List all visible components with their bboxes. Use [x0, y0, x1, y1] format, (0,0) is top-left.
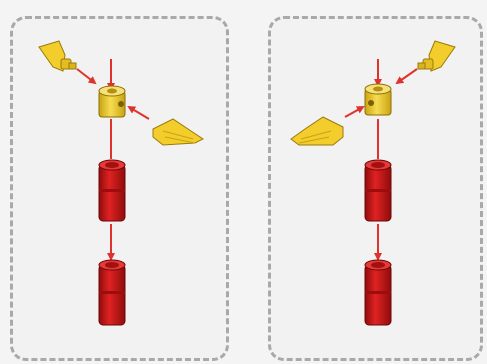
yellow-wing-brick: [153, 119, 203, 145]
arrow-wing-brick: [345, 107, 363, 117]
red-round-brick: [365, 260, 391, 325]
red-round-brick: [99, 260, 125, 325]
yellow-connector: [365, 84, 391, 115]
arrow-angle-brick: [397, 69, 417, 83]
yellow-angle-brick: [39, 41, 76, 71]
assembly-step-panel-right: [268, 16, 483, 361]
assembly-illustration-right: [271, 19, 486, 364]
assembly-illustration-left: [13, 19, 232, 364]
red-round-brick: [365, 160, 391, 221]
assembly-step-panel-left: [10, 16, 229, 361]
red-round-brick: [99, 160, 125, 221]
arrow-wing-brick: [129, 107, 149, 119]
yellow-wing-brick: [291, 117, 343, 145]
yellow-connector: [99, 86, 125, 117]
yellow-angle-brick: [418, 41, 455, 71]
arrow-angle-brick: [77, 69, 95, 83]
